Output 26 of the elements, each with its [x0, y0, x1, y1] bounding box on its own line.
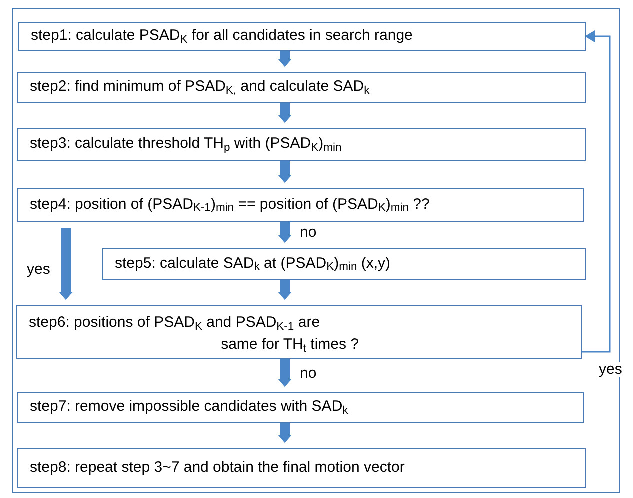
step-text: step8: repeat step 3~7 and obtain the final motion vector: [30, 458, 405, 478]
edge-label: yes: [598, 362, 624, 377]
process-box: [17, 448, 586, 488]
process-box: [17, 128, 586, 161]
process-box: [18, 22, 586, 51]
process-box: [17, 188, 584, 222]
step-text: step4: position of (PSAD$_{K-1}$)$_{min}$ == position of (PSAD$_{K}$)$_{min}$ ??: [30, 196, 430, 214]
arrow: [278, 51, 292, 68]
step-text: step7: remove impossible candidates with SAD$_{k}$: [30, 398, 348, 417]
arrow: [278, 161, 292, 184]
step-text: step2: find minimum of PSAD$_{K,}$ and calculate SAD$_{k}$: [30, 78, 370, 97]
arrow: [278, 359, 292, 388]
step-text: step1: calculate PSAD$_{K}$ for all candidates in search range: [31, 27, 413, 46]
arrow: [59, 228, 73, 300]
process-box: [17, 72, 586, 103]
arrow: [582, 30, 611, 353]
arrow: [278, 222, 292, 244]
step-text: step6: positions of PSAD$_{K}$ and PSAD$_{K-1}$ are same for TH$_{t}$ times ?: [29, 313, 359, 356]
arrow: [278, 103, 292, 124]
arrow: [278, 423, 292, 444]
process-box: [102, 248, 586, 280]
process-box: [17, 392, 584, 423]
step-text: step3: calculate threshold TH$_{p}$ with (PSAD$_{K}$)$_{min}$: [30, 135, 342, 154]
arrow: [278, 280, 292, 300]
process-box: [16, 305, 582, 359]
step-text: step5: calculate SAD$_{k}$ at (PSAD$_{K}$)$_{min}$ (x,y): [115, 254, 391, 274]
